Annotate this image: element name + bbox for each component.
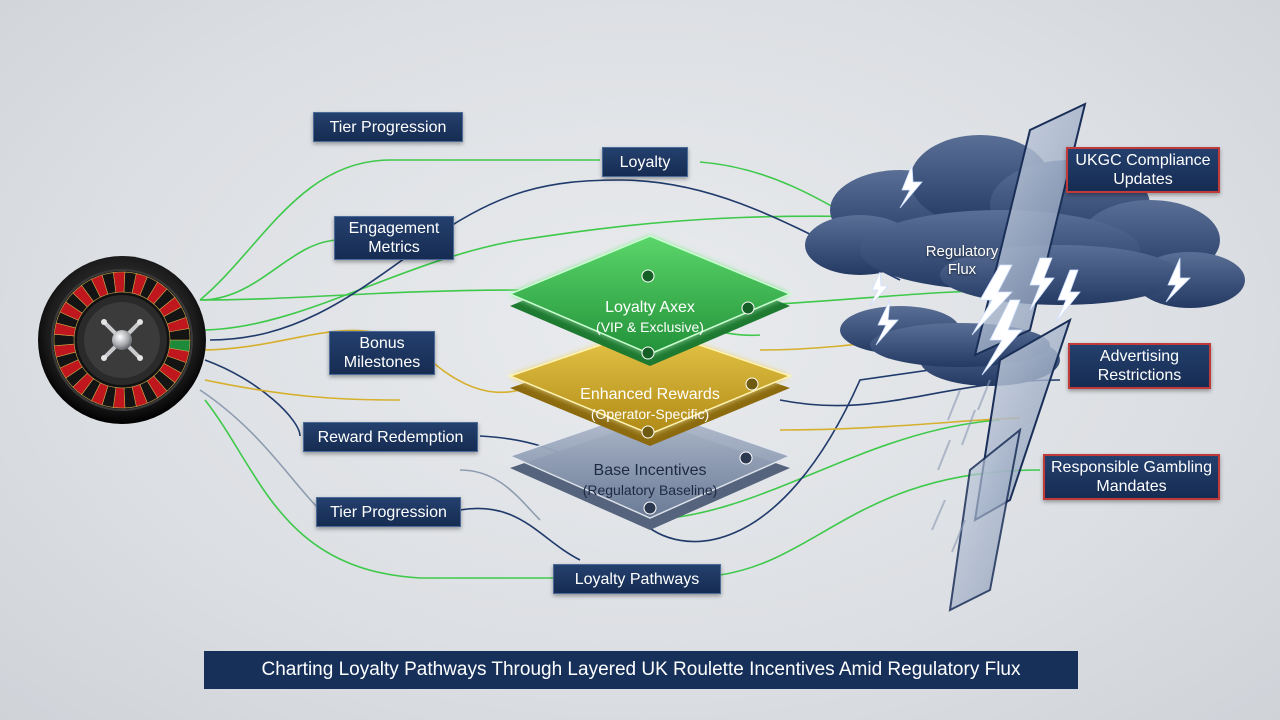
regulatory-flux-label: Regulatory Flux [925, 243, 999, 278]
path-navy-1 [209, 179, 901, 341]
path-gold-2 [204, 379, 401, 401]
path-green-9 [639, 419, 1001, 521]
layer-loyalty [508, 235, 792, 366]
layer-enhanced-subtitle: (Operator-Specific) [590, 406, 710, 422]
rain-streaks [931, 379, 991, 553]
path-grey-1 [199, 389, 321, 511]
path-navy-2 [204, 359, 301, 437]
path-green-6 [204, 399, 555, 579]
layer-base-title: Base Incentives [593, 462, 707, 479]
path-green-1 [199, 159, 600, 301]
label-reward-redemption: Reward Redemption [303, 422, 478, 452]
label-tier-progression-bottom: Tier Progression [316, 497, 461, 527]
layer-loyalty-title: Loyalty Axex [605, 299, 695, 316]
label-responsible-gambling: Responsible Gambling Mandates [1043, 454, 1220, 500]
layer-loyalty-text: Loyalty Axex (VIP & Exclusive) [560, 298, 740, 336]
layer-stack [507, 235, 793, 530]
label-tier-progression-top: Tier Progression [313, 112, 463, 142]
layer-base-text: Base Incentives (Regulatory Baseline) [550, 461, 750, 499]
path-navy-5 [459, 507, 581, 561]
layer-enhanced-title: Enhanced Rewards [580, 386, 720, 403]
wheel-pockets [53, 271, 191, 409]
label-bonus-milestones: Bonus Milestones [329, 331, 435, 375]
label-ukgc-compliance: UKGC Compliance Updates [1066, 147, 1220, 193]
label-advertising-restrictions: Advertising Restrictions [1068, 343, 1211, 389]
layer-enhanced-text: Enhanced Rewards (Operator-Specific) [550, 385, 750, 423]
roulette-wheel-icon [38, 256, 206, 424]
path-grey-2 [459, 469, 541, 521]
label-engagement-metrics: Engagement Metrics [334, 216, 454, 260]
layer-enhanced [507, 327, 793, 446]
path-green-2 [199, 239, 341, 301]
path-gold-4 [779, 417, 1021, 431]
path-green-5 [199, 215, 961, 331]
layer-base [507, 407, 793, 530]
label-loyalty: Loyalty [602, 147, 688, 177]
layer-base-subtitle: (Regulatory Baseline) [582, 482, 718, 498]
diagram-caption: Charting Loyalty Pathways Through Layere… [204, 651, 1078, 689]
lightning-icon [869, 164, 1191, 376]
wheel-pocket [168, 328, 191, 341]
layer-loyalty-subtitle: (VIP & Exclusive) [596, 319, 704, 335]
label-loyalty-pathways: Loyalty Pathways [553, 564, 721, 594]
